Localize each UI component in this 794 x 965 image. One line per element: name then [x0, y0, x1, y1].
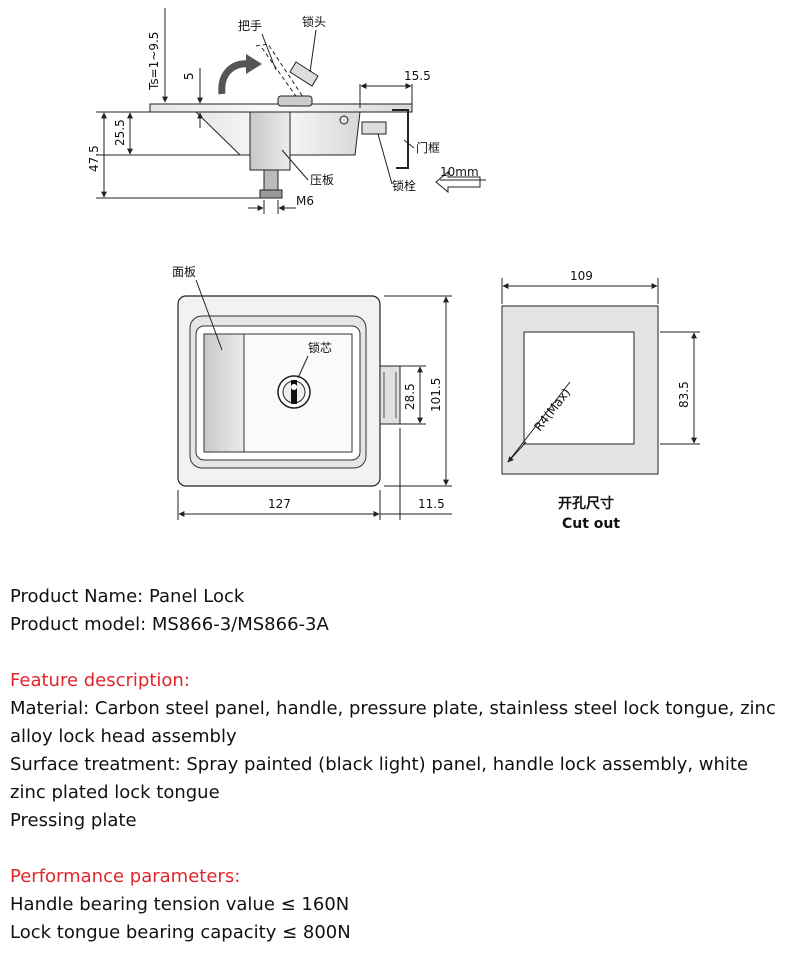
spacer: [10, 639, 786, 667]
dim-28-5: 28.5: [403, 383, 417, 410]
dim-25-5: 25.5: [113, 119, 127, 146]
dim-101-5: 101.5: [429, 378, 443, 412]
dim-109: 109: [570, 269, 593, 283]
spacer: [10, 835, 786, 863]
cutout-view: 109 83.5 R4(Max) 开孔尺寸 Cut out: [501, 269, 700, 532]
dim-15-5: 15.5: [404, 69, 431, 83]
label-pressure-plate: 压板: [310, 173, 334, 187]
tongue-capacity-line: Lock tongue bearing capacity ≤ 800N: [10, 922, 351, 943]
label-panel: 面板: [172, 265, 196, 279]
technical-drawing: Ts=1~9.5 5 25.5 47.5 15.5 M6 把手 锁头 门框 压板…: [87, 8, 700, 532]
cutout-caption-cn: 开孔尺寸: [558, 495, 614, 512]
label-handle: 把手: [238, 19, 262, 33]
dim-11-5: 11.5: [418, 497, 445, 511]
side-view: Ts=1~9.5 5 25.5 47.5 15.5 M6 把手 锁头 门框 压板…: [87, 8, 486, 214]
label-door-frame: 门框: [416, 140, 440, 155]
performance-heading: Performance parameters:: [10, 866, 241, 887]
label-lock-core: 锁芯: [308, 340, 332, 355]
dim-83-5: 83.5: [677, 381, 691, 408]
front-view: 28.5 101.5 127 11.5 面板 锁芯: [172, 265, 452, 520]
cutout-caption-en: Cut out: [562, 516, 620, 532]
dim-127: 127: [268, 497, 291, 511]
dim-ts: Ts=1~9.5: [147, 32, 161, 91]
dim-47-5: 47.5: [87, 145, 101, 172]
dim-10mm: 10mm: [440, 165, 479, 179]
label-lock-head: 锁头: [302, 14, 326, 29]
product-name: Product Name: Panel Lock: [10, 586, 245, 607]
dim-m6: M6: [296, 194, 314, 208]
handle-tension-line: Handle bearing tension value ≤ 160N: [10, 894, 350, 915]
product-model: Product model: MS866-3/MS866-3A: [10, 614, 329, 635]
feature-heading: Feature description:: [10, 670, 190, 691]
dim-5: 5: [182, 72, 196, 80]
label-bolt: 锁栓: [392, 178, 416, 193]
surface-line: Surface treatment: Spray painted (black …: [10, 754, 749, 803]
material-line: Material: Carbon steel panel, handle, pr…: [10, 698, 776, 747]
spec-text: Product Name: Panel Lock Product model: …: [10, 583, 786, 947]
pressing-line: Pressing plate: [10, 810, 137, 831]
